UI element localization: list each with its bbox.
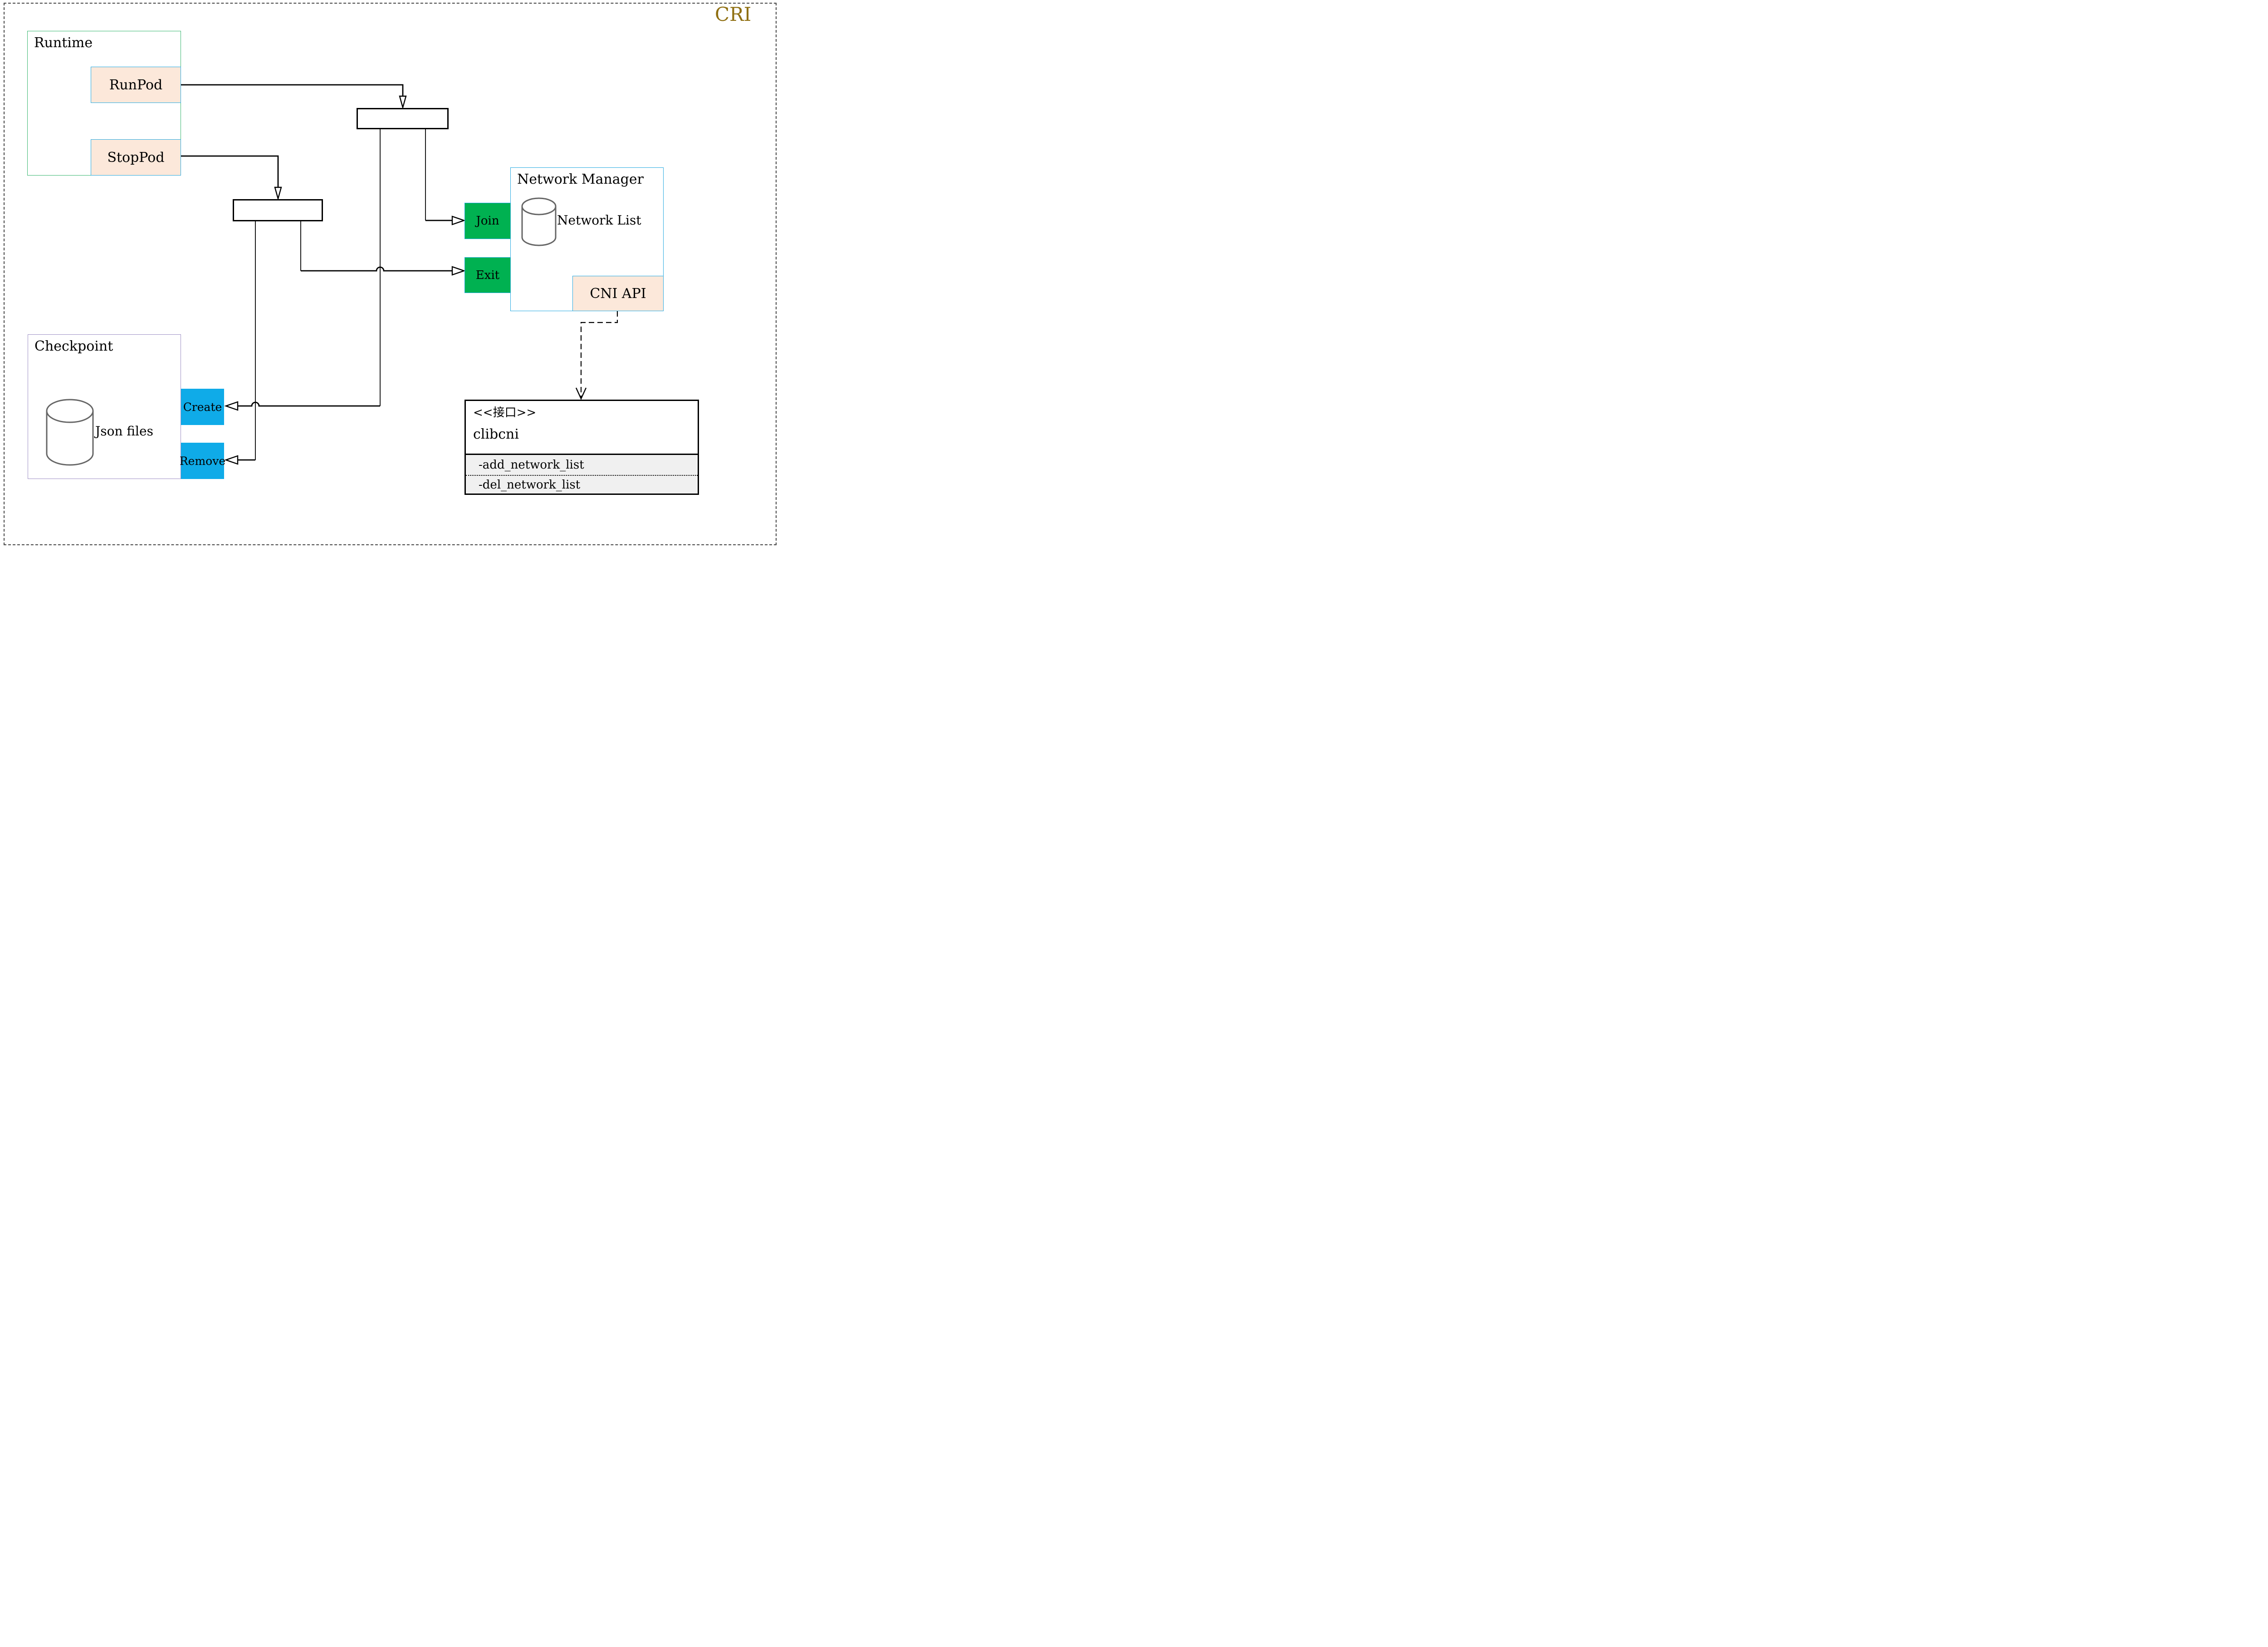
clibcni-method-del: -del_network_list — [466, 475, 698, 494]
cni-api-node: CNI API — [572, 276, 664, 311]
diagram-title-cri: CRI — [715, 3, 752, 25]
arrowhead-join — [451, 215, 466, 225]
exit-node: Exit — [464, 257, 511, 293]
cni-api-label: CNI API — [590, 285, 646, 302]
remove-node: Remove — [179, 443, 226, 479]
wire-runpod-to-junction-a — [181, 84, 404, 96]
join-node: Join — [464, 203, 511, 239]
network-list-label: Network List — [557, 213, 641, 228]
stoppod-node: StopPod — [91, 139, 181, 176]
wire-stoppod-to-junction-b — [181, 155, 279, 188]
json-files-label: Json files — [95, 424, 153, 439]
clibcni-stereotype: <<接口>> — [473, 406, 537, 420]
clibcni-interface-box: <<接口>> clibcni -add_network_list -del_ne… — [464, 400, 699, 495]
cri-architecture-diagram: CRI Runtime RunPod StopPod — [0, 0, 781, 549]
wire-to-exit — [301, 266, 452, 272]
arrowhead-junction-a — [399, 95, 407, 110]
clibcni-methods-compartment: -add_network_list -del_network_list — [466, 454, 698, 494]
junction-box-runpod — [357, 108, 449, 129]
arrowhead-remove — [224, 455, 239, 465]
exit-label: Exit — [475, 268, 500, 282]
runpod-node: RunPod — [91, 67, 181, 103]
stoppod-label: StopPod — [107, 149, 165, 166]
runpod-label: RunPod — [109, 77, 163, 93]
join-label: Join — [476, 214, 499, 228]
checkpoint-title: Checkpoint — [34, 338, 113, 354]
network-manager-title: Network Manager — [517, 171, 644, 187]
arrowhead-clibcni-dependency — [575, 387, 587, 400]
arrowhead-create — [224, 401, 239, 411]
clibcni-name: clibcni — [473, 426, 519, 442]
arrowhead-exit — [451, 266, 466, 276]
connector-layer — [181, 84, 618, 465]
clibcni-method-add: -add_network_list — [479, 458, 584, 472]
arrowhead-junction-b — [274, 186, 282, 201]
create-label: Create — [183, 400, 222, 414]
runtime-title: Runtime — [34, 35, 93, 51]
junction-box-stoppod — [233, 199, 323, 221]
wire-to-create — [238, 401, 380, 407]
create-node: Create — [181, 389, 224, 425]
wire-cniapi-to-clibcni — [580, 311, 618, 397]
clibcni-header: <<接口>> clibcni — [466, 401, 698, 454]
diagram-outer-border — [4, 3, 777, 545]
remove-label: Remove — [179, 454, 226, 468]
database-cylinder-icon — [46, 399, 94, 466]
database-cylinder-icon — [521, 197, 557, 246]
